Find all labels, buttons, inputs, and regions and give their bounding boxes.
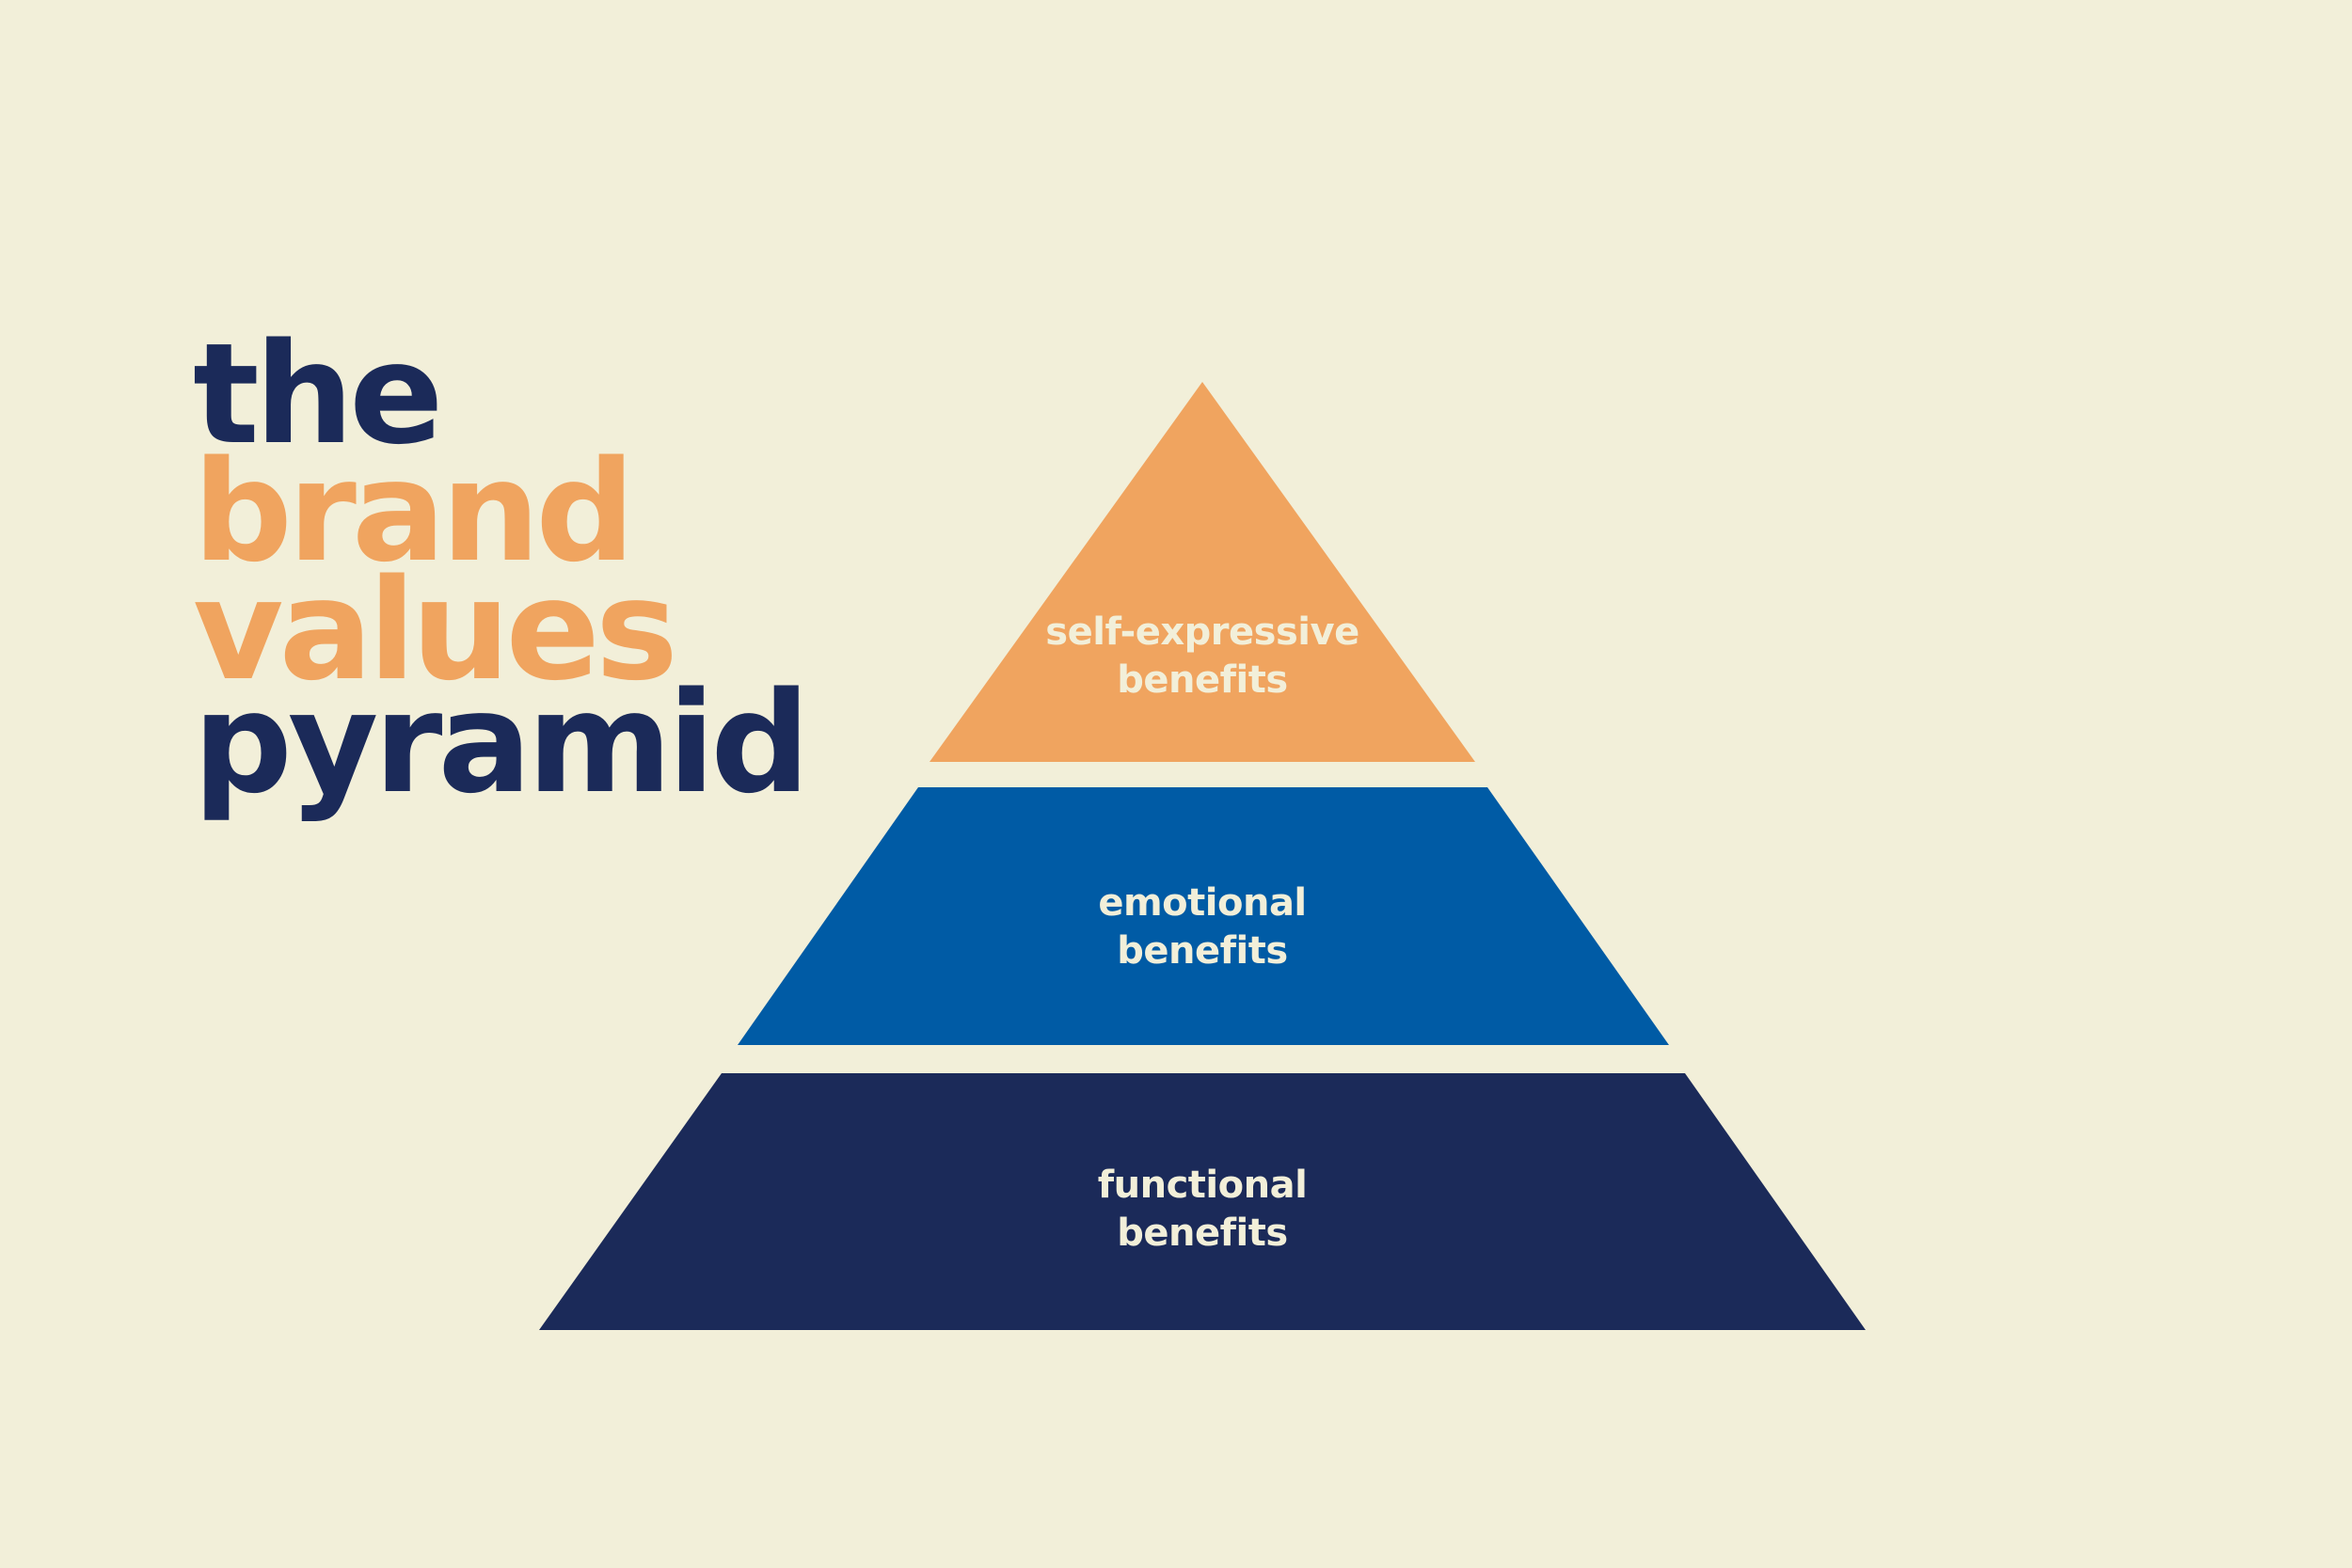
pyramid-tier-middle-label-line1: emotional — [1098, 881, 1306, 925]
title-word-the: the — [193, 313, 443, 475]
pyramid-tier-bottom-label-line2: benefits — [1117, 1212, 1287, 1255]
pyramid-tier-middle: emotional benefits — [738, 787, 1669, 1045]
pyramid-tier-middle-label-line2: benefits — [1117, 929, 1287, 973]
pyramid-tier-middle-shape — [738, 787, 1669, 1045]
pyramid-tier-top: self-expressive benefits — [930, 382, 1475, 762]
pyramid-tier-top-label-line2: benefits — [1117, 658, 1287, 702]
pyramid-tier-bottom-shape — [539, 1073, 1866, 1330]
title-word-values: values — [193, 549, 678, 711]
title-word-brand: brand — [193, 431, 635, 593]
pyramid-tier-bottom: functional benefits — [539, 1073, 1866, 1330]
pyramid-tier-bottom-label-line1: functional — [1098, 1164, 1308, 1207]
pyramid-tier-top-shape — [930, 382, 1475, 762]
pyramid-tier-top-label-line1: self-expressive — [1045, 610, 1359, 654]
title-word-pyramid: pyramid — [193, 662, 810, 824]
